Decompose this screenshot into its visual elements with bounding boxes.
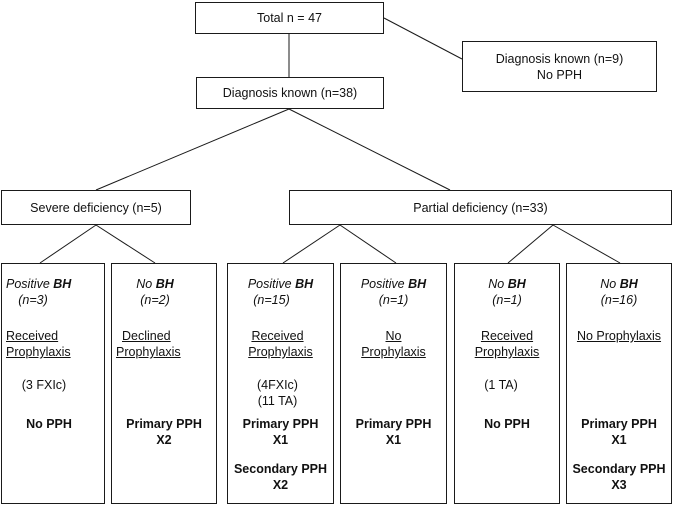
node-side-line2: No PPH (536, 67, 583, 82)
leaf-3-outcome-4: X2 (272, 478, 289, 492)
node-partial-label: Partial deficiency (n=33) (413, 200, 548, 215)
connector-total-side (383, 17, 463, 60)
leaf-4-n: (n=1) (378, 293, 409, 307)
leaf-box-2: No BH (n=2) Declined Prophylaxis Primary… (111, 263, 217, 504)
leaf-4-bh: Positive BH (341, 276, 446, 292)
leaf-box-5: No BH (n=1) Received Prophylaxis (1 TA) … (454, 263, 560, 504)
leaf-3-bh-term: BH (295, 277, 314, 291)
connector-known-severe (95, 108, 290, 191)
leaf-4-outcome-2: X1 (385, 433, 402, 447)
leaf-3-bh: Positive BH (228, 276, 333, 292)
leaf-box-4: Positive BH (n=1) No Prophylaxis Primary… (340, 263, 447, 504)
connector-partial-leaf6 (552, 224, 621, 264)
leaf-3-prophylaxis-line2: Prophylaxis (248, 345, 313, 359)
node-total-label: Total n = 47 (257, 11, 322, 25)
node-partial-deficiency: Partial deficiency (n=33) (289, 190, 672, 225)
node-known-label: Diagnosis known (n=38) (222, 86, 358, 100)
connector-known-partial (288, 108, 451, 191)
leaf-6-n: (n=16) (600, 293, 638, 307)
leaf-2-outcome-2: X2 (156, 433, 172, 447)
leaf-6-outcome-2: X1 (611, 433, 627, 447)
leaf-6-outcome-4: X3 (611, 478, 627, 492)
node-side-line1: Diagnosis known (n=9) (495, 51, 624, 66)
leaf-3-agent-2: (11 TA) (257, 394, 298, 408)
leaf-3-prophylaxis-line1: Received (251, 329, 304, 343)
connector-severe-leaf1 (39, 224, 97, 264)
leaf-2-prophylaxis-line1: Declined (122, 329, 171, 343)
leaf-2-n: (n=2) (140, 293, 170, 307)
leaf-6-outcome-1: Primary PPH (581, 417, 657, 431)
node-diagnosis-known: Diagnosis known (n=38) (196, 77, 384, 109)
leaf-1-agent-1: (3 FXIc) (21, 378, 67, 392)
connector-partial-leaf4 (339, 224, 397, 264)
leaf-2-prophylaxis-line2: Prophylaxis (116, 345, 181, 359)
leaf-2-bh-term: BH (155, 277, 174, 291)
leaf-3-outcome-2: X1 (272, 433, 289, 447)
leaf-4-bh-prefix: Positive (360, 277, 405, 291)
leaf-5-outcome-1: No PPH (484, 417, 530, 431)
leaf-5-bh-prefix: No (488, 277, 505, 291)
leaf-6-bh-term: BH (619, 277, 638, 291)
leaf-box-6: No BH (n=16) No Prophylaxis Primary PPH … (566, 263, 672, 504)
leaf-1-bh-term: BH (53, 277, 72, 291)
leaf-4-prophylaxis-line1: No (385, 329, 402, 343)
node-severe-deficiency: Severe deficiency (n=5) (1, 190, 191, 225)
leaf-2-outcome-1: Primary PPH (126, 417, 202, 431)
leaf-1-outcome-1: No PPH (26, 417, 72, 431)
leaf-6-bh-prefix: No (600, 277, 617, 291)
node-total: Total n = 47 (195, 2, 384, 34)
leaf-4-bh-term: BH (408, 277, 427, 291)
leaf-2-bh-prefix: No (136, 277, 153, 291)
leaf-5-bh-term: BH (507, 277, 526, 291)
leaf-1-bh: Positive BH (2, 276, 104, 292)
leaf-box-3: Positive BH (n=15) Received Prophylaxis … (227, 263, 334, 504)
leaf-5-n: (n=1) (492, 293, 522, 307)
leaf-1-prophylaxis-line1: Received (6, 329, 59, 343)
leaf-2-bh: No BH (112, 276, 216, 292)
leaf-3-outcome-1: Primary PPH (242, 417, 319, 431)
leaf-1-bh-prefix: Positive (6, 277, 50, 291)
leaf-4-prophylaxis-line2: Prophylaxis (361, 345, 426, 359)
leaf-5-agent-1: (1 TA) (484, 378, 518, 392)
connector-severe-leaf2 (95, 224, 156, 264)
node-diagnosis-known-no-pph: Diagnosis known (n=9) No PPH (462, 41, 657, 92)
node-severe-label: Severe deficiency (n=5) (30, 200, 162, 215)
leaf-1-n: (n=3) (18, 293, 48, 307)
leaf-5-bh: No BH (455, 276, 559, 292)
leaf-3-agent-1: (4FXIc) (257, 378, 298, 392)
leaf-3-n: (n=15) (253, 293, 290, 307)
leaf-box-1: Positive BH (n=3) Received Prophylaxis (… (1, 263, 105, 504)
leaf-6-outcome-3: Secondary PPH (572, 462, 666, 476)
leaf-3-bh-prefix: Positive (247, 277, 292, 291)
connector-partial-leaf3 (282, 224, 341, 264)
leaf-6-prophylaxis-line1: No Prophylaxis (576, 329, 662, 343)
leaf-1-prophylaxis-line2: Prophylaxis (6, 345, 71, 359)
leaf-5-prophylaxis-line2: Prophylaxis (474, 345, 540, 359)
connector-partial-leaf5 (507, 224, 554, 264)
leaf-5-prophylaxis-line1: Received (480, 329, 534, 343)
leaf-3-outcome-3: Secondary PPH (233, 462, 328, 476)
leaf-6-bh: No BH (567, 276, 671, 292)
leaf-4-outcome-1: Primary PPH (355, 417, 432, 431)
